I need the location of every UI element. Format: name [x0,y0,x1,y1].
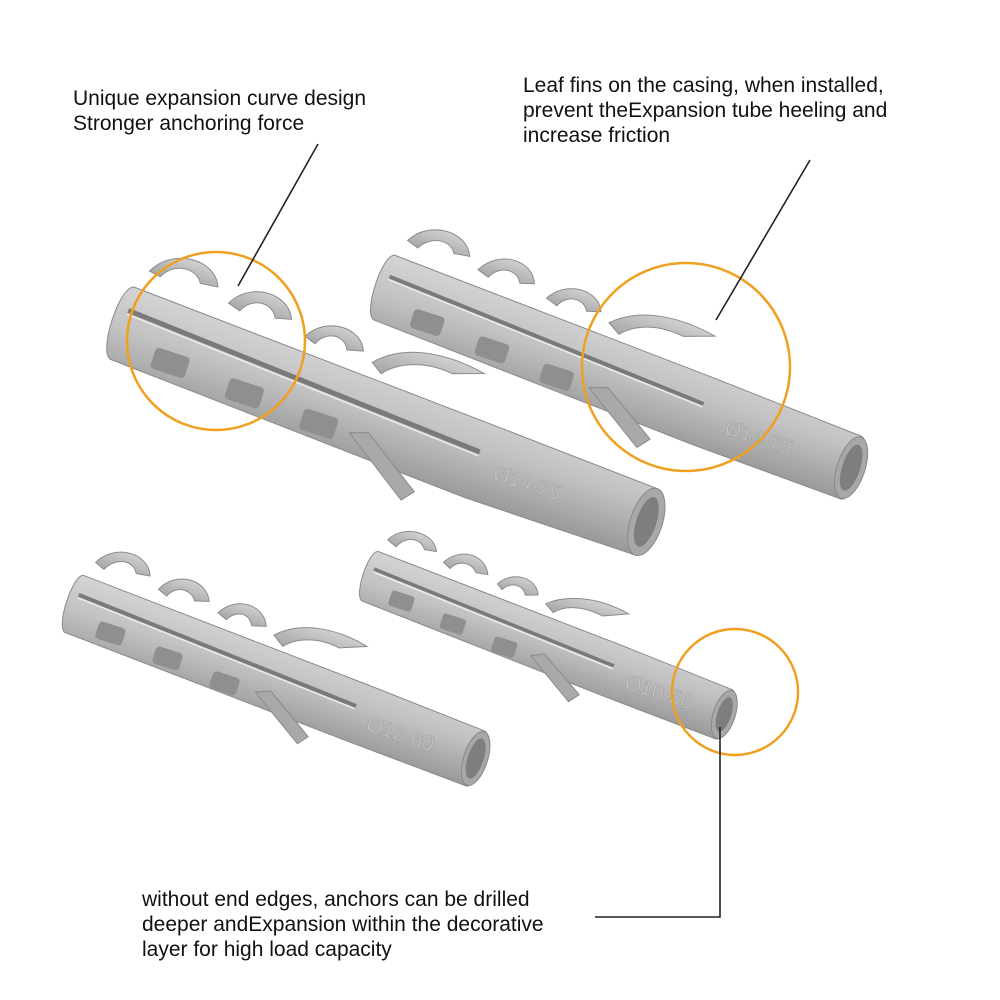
callout-line: without end edges, anchors can be drille… [142,888,530,911]
callout-line: prevent theExpansion tube heeling and [523,99,888,122]
anchor-small: Ø10-50 [359,530,738,740]
callout-line: layer for high load capacity [142,938,392,961]
highlight-ring-curve [125,250,307,432]
callout-line: deeper andExpansion within the decorativ… [142,913,544,936]
leader-line-fins [715,159,811,321]
callout-line: increase friction [523,124,671,147]
anchor-medium: Ø12-60 [61,551,491,787]
callout-line: Stronger anchoring force [73,112,305,135]
callout-end-edges: without end edges, anchors can be drille… [142,887,544,962]
anchor-large-front: Ø14-75 [106,257,666,557]
callout-leaf-fins: Leaf fins on the casing, when installed,… [523,73,887,148]
leader-line-curve [237,143,319,287]
callout-line: Leaf fins on the casing, when installed, [523,74,884,97]
anchor-large-back: Ø14-75 [369,229,869,500]
callout-expansion-curve: Unique expansion curve design Stronger a… [73,86,366,136]
highlight-ring-fins [580,261,792,473]
callout-line: Unique expansion curve design [73,87,367,110]
highlight-ring-end [670,627,800,757]
leader-line-end [595,727,721,918]
